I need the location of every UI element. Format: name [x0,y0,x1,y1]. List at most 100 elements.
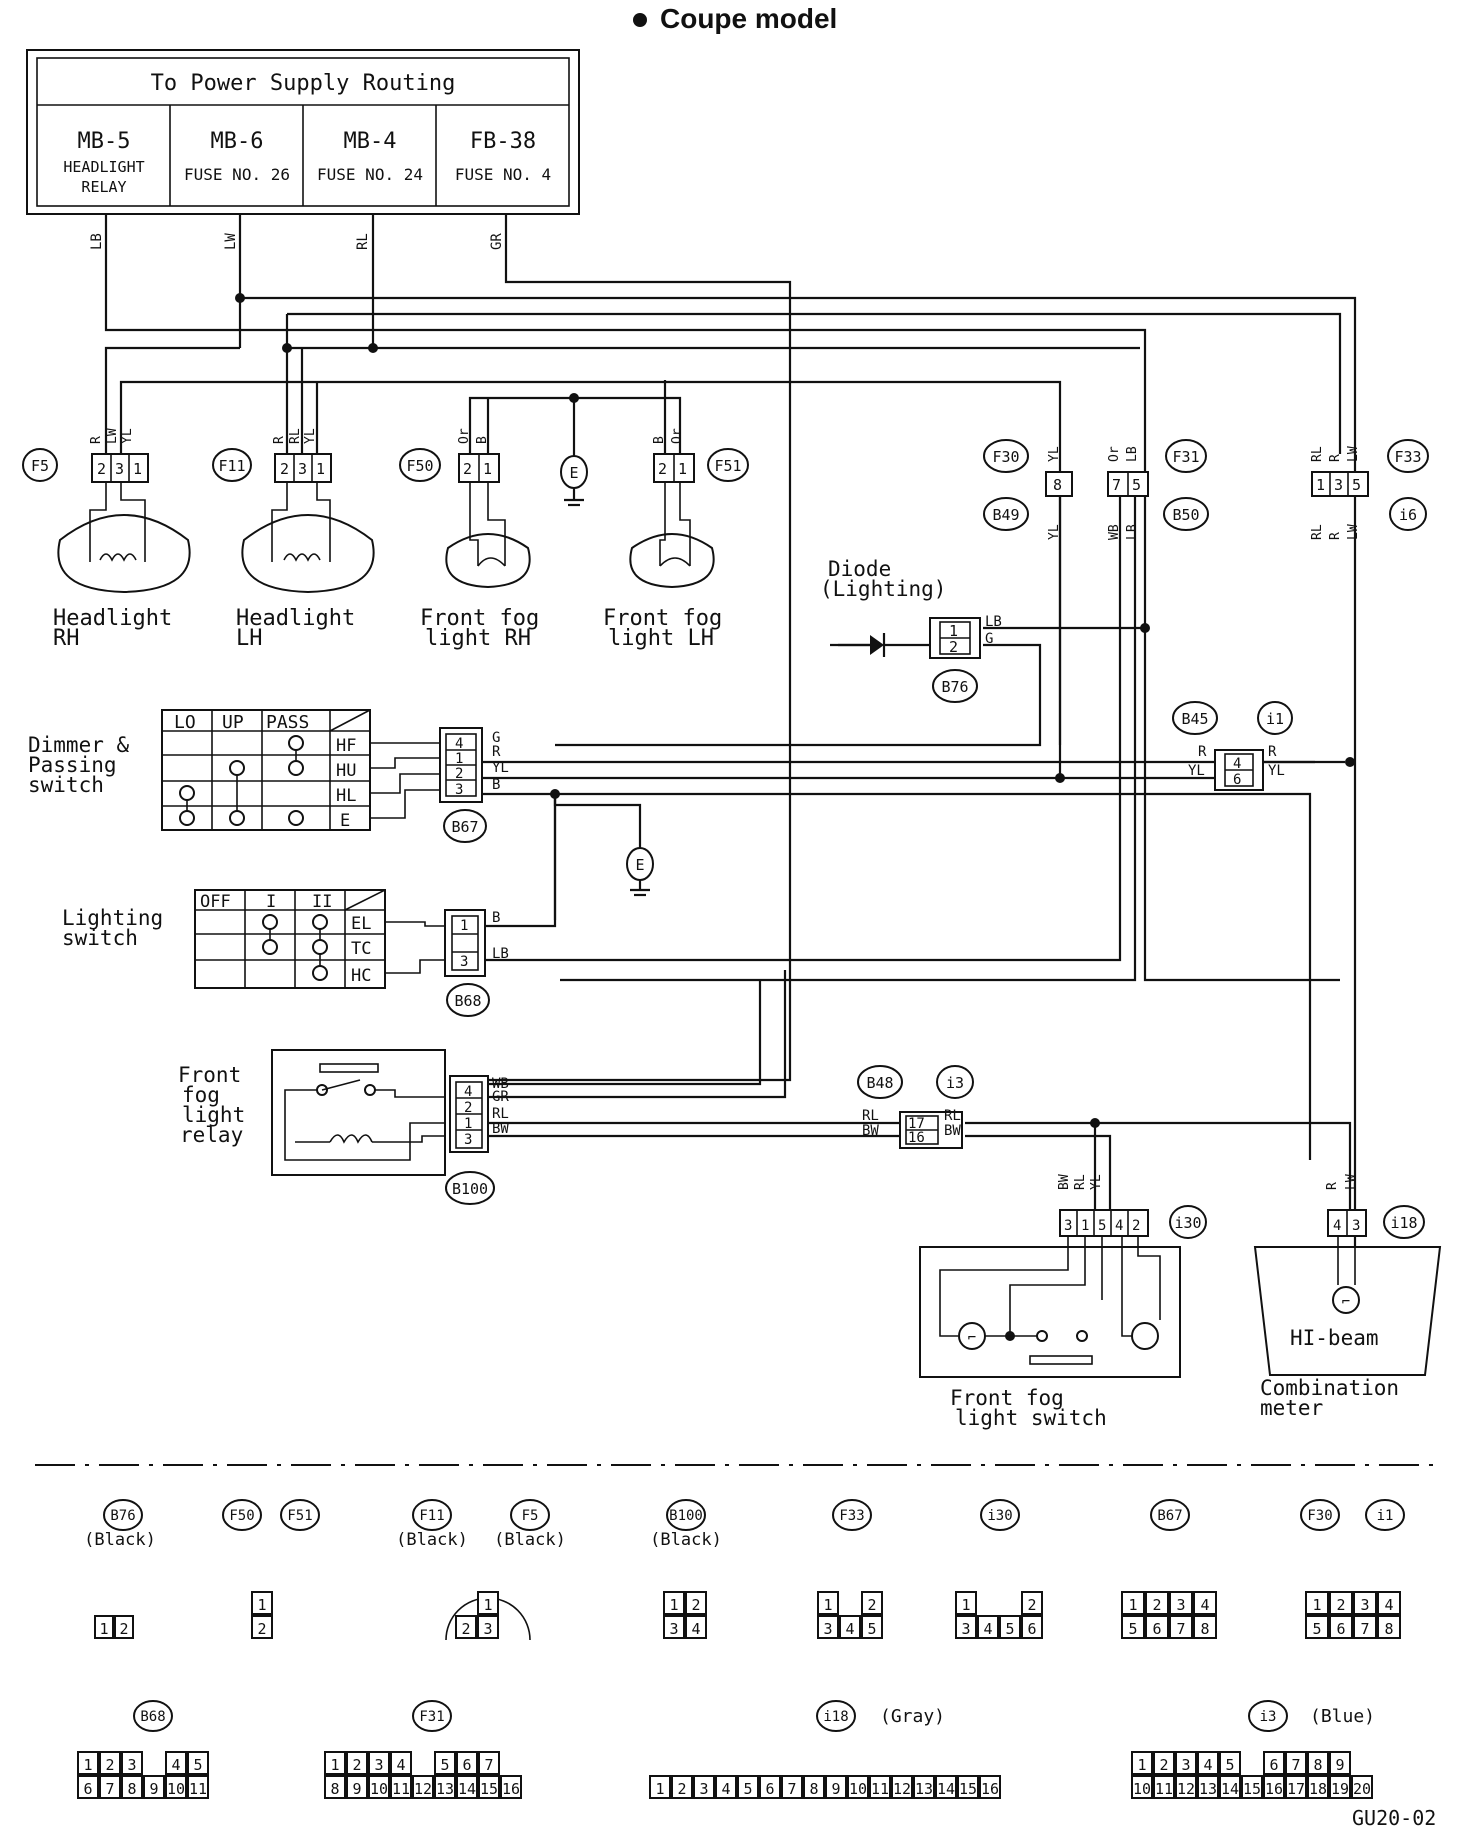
legend-f33-pin [861,1591,883,1615]
headlight-lh-lamp [241,482,375,594]
legend-b67-pin-label: 2 [1152,1596,1161,1614]
svg-text:1: 1 [678,460,687,478]
legend-i18-pin-label: 16 [981,1780,999,1798]
svg-text:YL: YL [303,428,318,444]
legend-i18-pin-label: 14 [937,1780,955,1798]
legend-i3-pin [1241,1775,1263,1799]
legend-b68-pin [77,1751,99,1775]
legend-f31-pin-label: 8 [330,1780,339,1798]
power-col-desc: FUSE NO. 4 [455,165,551,184]
combination-meter: R LW 4 3 i18 ⌐ HI-beam Combination meter [1253,1174,1442,1420]
legend-i3-pin-label: 13 [1199,1780,1217,1798]
legend-i30-pin [1021,1615,1043,1639]
power-supply-box: To Power Supply Routing MB-5 HEADLIGHT R… [26,49,580,215]
legend-f51-pin [251,1591,273,1615]
svg-text:5: 5 [1132,476,1141,494]
wire-label: LW [223,233,239,250]
legend-f31-pin [368,1751,390,1775]
legend-connector-tag [103,1499,143,1531]
legend-i3-pin [1219,1775,1241,1799]
legend-b67-pin-label: 6 [1152,1620,1161,1638]
svg-text:7: 7 [1112,476,1121,494]
legend-i18-pin [759,1775,781,1799]
fog-rh-label: light RH [425,626,531,651]
power-col-id: MB-6 [211,129,264,154]
legend-connector-name: F30 [1307,1508,1332,1524]
legend-i3-pin-label: 14 [1221,1780,1239,1798]
svg-text:1: 1 [1081,1218,1089,1234]
svg-text:E: E [569,464,578,482]
svg-text:GR: GR [492,1089,509,1105]
legend-b68-pin [165,1775,187,1799]
legend-connector-name: i3 [1260,1709,1277,1725]
legend-f5-pin-label: 2 [461,1620,470,1638]
legend-b100-pin [663,1591,685,1615]
legend-f33-pin-label: 4 [845,1620,854,1638]
svg-text:3: 3 [115,460,124,478]
svg-text:2: 2 [97,460,106,478]
svg-text:B: B [492,777,500,793]
legend-b67-pin [1169,1615,1193,1639]
legend-f31-pin-label: 13 [436,1780,454,1798]
legend-i18-pin-label: 12 [893,1780,911,1798]
legend-connector-name: i1 [1377,1508,1394,1524]
legend-b67-pin-label: 4 [1200,1596,1209,1614]
legend-color: (Black) [494,1530,566,1550]
svg-text:1: 1 [460,918,468,934]
svg-text:3: 3 [1334,476,1343,494]
svg-text:1: 1 [483,460,492,478]
svg-text:2: 2 [455,766,463,782]
legend-i3-pin [1329,1775,1351,1799]
legend-b68-pin [121,1751,143,1775]
svg-text:BW: BW [944,1123,961,1139]
legend-f31-pin-label: 3 [374,1756,383,1774]
legend-b68-pin-label: 6 [83,1780,92,1798]
legend-f31-pin [368,1775,390,1799]
legend-f31-pin [346,1775,368,1799]
svg-text:EL: EL [351,914,371,934]
legend-i3-pin [1131,1751,1153,1775]
svg-text:I: I [266,892,276,912]
svg-text:2: 2 [280,460,289,478]
legend-connector-tag [412,1700,452,1732]
diagram-code: GU20-02 [1352,1806,1436,1830]
svg-text:F5: F5 [31,457,49,475]
legend-connector-name: F5 [522,1508,539,1524]
svg-text:B48: B48 [866,1074,893,1092]
legend-i3-pin-label: 10 [1133,1780,1151,1798]
svg-text:F50: F50 [406,457,433,475]
legend-i30-pin-label: 2 [1027,1596,1036,1614]
svg-text:HU: HU [336,761,356,781]
legend-i30-pin-label: 5 [1005,1620,1014,1638]
legend-f33-pin [861,1615,883,1639]
legend-i3-pin [1197,1751,1219,1775]
svg-text:i30: i30 [1174,1214,1201,1232]
power-col-desc: FUSE NO. 26 [184,165,290,184]
legend-i30-pin-label: 1 [961,1596,970,1614]
legend-color: (Black) [84,1530,156,1550]
legend-color: (Gray) [880,1706,945,1727]
legend-i3-pin-label: 4 [1203,1756,1212,1774]
legend-i1-pin [1353,1591,1377,1615]
legend-i3-pin [1219,1751,1241,1775]
legend-b67-pin [1193,1615,1217,1639]
legend-i30-pin-label: 6 [1027,1620,1036,1638]
legend-f33-pin-label: 3 [823,1620,832,1638]
svg-text:RL: RL [1073,1174,1088,1190]
legend-f31-pin-label: 14 [458,1780,476,1798]
svg-text:E: E [635,856,644,874]
svg-text:2: 2 [464,1100,472,1116]
legend-i18-pin-label: 15 [959,1780,977,1798]
legend-i18-pin-label: 11 [871,1780,889,1798]
svg-text:switch: switch [28,773,104,797]
legend-connector-tag [666,1499,706,1531]
svg-text:Or: Or [670,428,685,444]
connector-f51: 2 1 B Or F51 [652,428,749,483]
svg-text:(Lighting): (Lighting) [820,577,946,601]
svg-text:OFF: OFF [200,892,231,912]
svg-text:1: 1 [455,751,463,767]
legend-i18-pin-label: 6 [765,1780,774,1798]
connector-f5: 2 3 1 R LW YL F5 [22,428,149,483]
legend-i30-pin [977,1615,999,1639]
